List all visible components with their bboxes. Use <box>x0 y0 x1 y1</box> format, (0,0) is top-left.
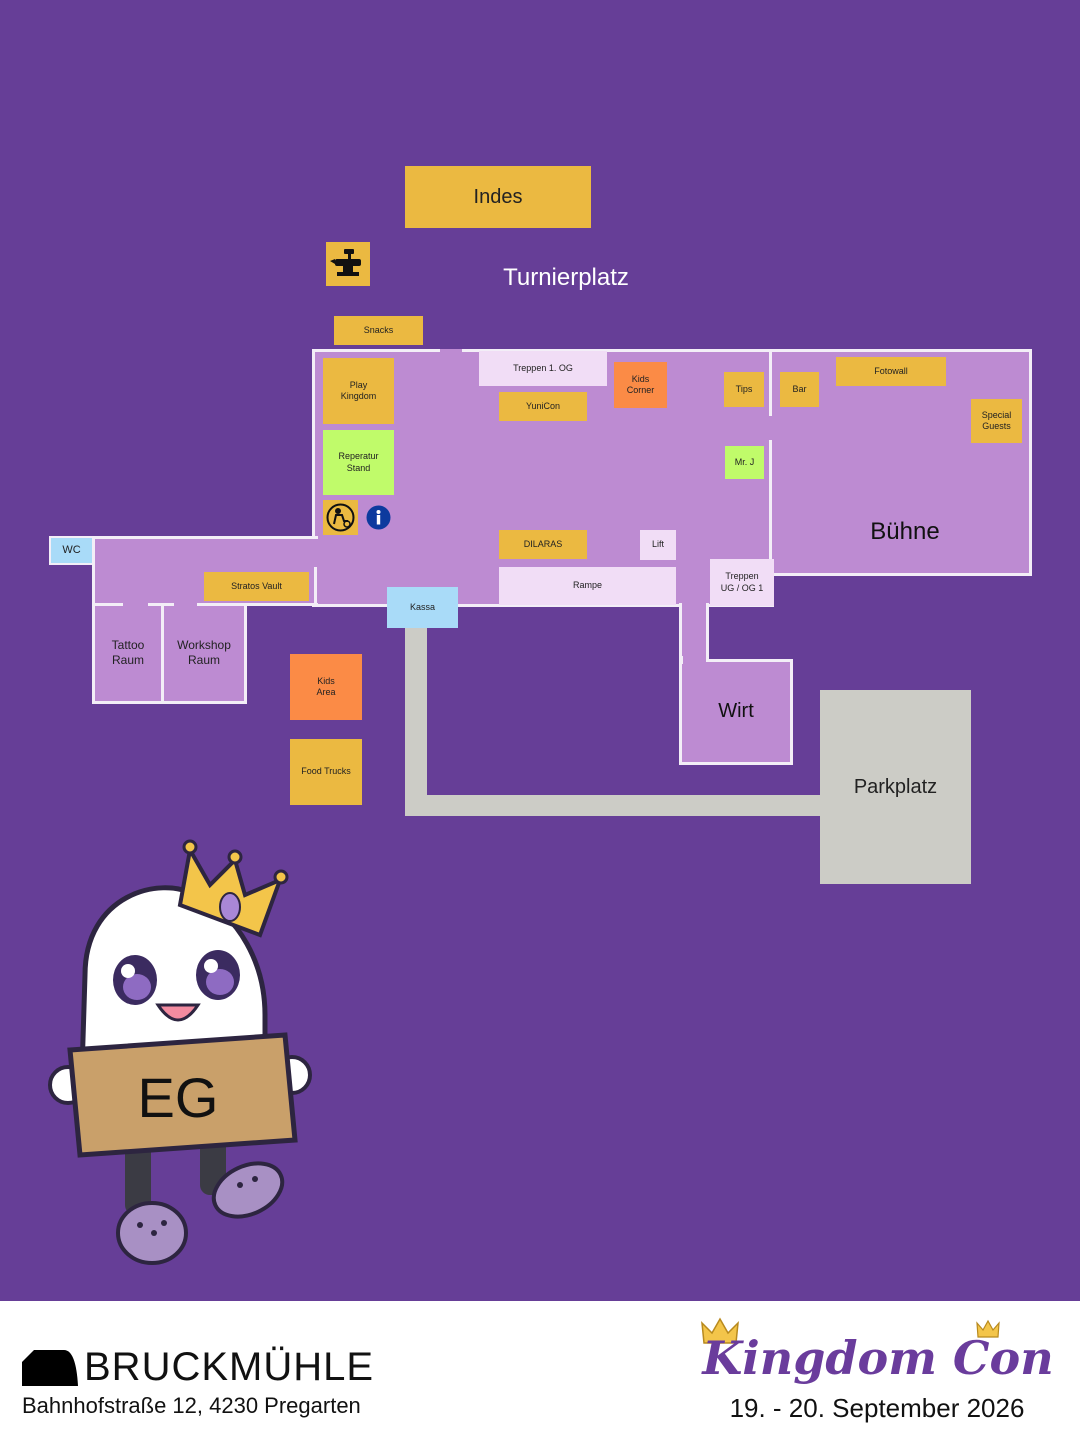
bruckmuehle-logo: BRUCKMÜHLE <box>22 1345 402 1389</box>
wall <box>148 603 174 606</box>
footer: BRUCKMÜHLE Bahnhofstraße 12, 4230 Pregar… <box>0 1301 1080 1440</box>
stratos-vault-stand[interactable]: Stratos Vault <box>204 572 309 601</box>
seam <box>682 600 706 608</box>
special-guests-stand[interactable]: Special Guests <box>971 399 1022 443</box>
repair-icon[interactable] <box>323 500 358 535</box>
info-icon[interactable] <box>366 505 391 530</box>
seam <box>768 352 776 573</box>
bar-stand[interactable]: Bar <box>780 372 819 407</box>
venue-address: Bahnhofstraße 12, 4230 Pregarten <box>22 1393 361 1418</box>
crown-icon <box>700 1317 740 1345</box>
wall <box>769 352 772 416</box>
rampe[interactable]: Rampe <box>499 567 676 605</box>
treppen-1og[interactable]: Treppen 1. OG <box>479 351 607 386</box>
wall <box>314 567 317 605</box>
seam <box>315 539 321 603</box>
reperatur-stand[interactable]: Reperatur Stand <box>323 430 394 495</box>
event-dates: 19. - 20. September 2026 <box>729 1393 1025 1423</box>
dilaras-stand[interactable]: DILARAS <box>499 530 587 559</box>
seam <box>682 656 706 664</box>
fotowall-stand[interactable]: Fotowall <box>836 357 946 386</box>
kids-corner-stand[interactable]: Kids Corner <box>614 362 667 408</box>
wall <box>679 656 683 664</box>
kingdom-con-logo: Kingdom Con <box>702 1331 1054 1385</box>
indes-stand[interactable]: Indes <box>405 166 591 228</box>
wirt-room <box>679 659 793 765</box>
wall <box>197 603 244 606</box>
venue-logo-text: BRUCKMÜHLE <box>84 1344 375 1389</box>
door-gap <box>440 349 462 352</box>
bruckmuehle-roof-icon <box>22 1350 78 1386</box>
play-kingdom-stand[interactable]: Play Kingdom <box>323 358 394 424</box>
anvil-icon[interactable] <box>326 242 370 286</box>
yunicon-stand[interactable]: YuniCon <box>499 392 587 421</box>
mr-j-stand[interactable]: Mr. J <box>725 446 764 479</box>
floor-sign-text: EG <box>137 1066 219 1129</box>
tips-stand[interactable]: Tips <box>724 372 764 407</box>
buehne-label: Bühne <box>870 518 940 545</box>
walkway-vertical <box>405 625 427 816</box>
kids-area-stand[interactable]: Kids Area <box>290 654 362 720</box>
wc[interactable]: WC <box>49 536 94 565</box>
wirt-label: Wirt <box>718 700 754 722</box>
crown-icon <box>975 1319 1001 1339</box>
treppen-ug-og1[interactable]: Treppen UG / OG 1 <box>710 559 774 606</box>
tattoo-raum-label: Tattoo Raum <box>111 638 145 667</box>
workshop-raum-room <box>161 603 247 704</box>
ghost-mascot: EG <box>40 835 320 1275</box>
walkway-horizontal <box>405 795 821 816</box>
kassa[interactable]: Kassa <box>387 587 458 628</box>
parkplatz[interactable]: Parkplatz <box>820 690 971 884</box>
lift[interactable]: Lift <box>640 530 676 560</box>
wall <box>769 440 772 560</box>
food-trucks-stand[interactable]: Food Trucks <box>290 739 362 805</box>
workshop-raum-label: Workshop Raum <box>177 638 231 667</box>
wall <box>95 603 123 606</box>
snacks-stand[interactable]: Snacks <box>334 316 423 345</box>
turnierplatz-label: Turnierplatz <box>503 264 629 291</box>
